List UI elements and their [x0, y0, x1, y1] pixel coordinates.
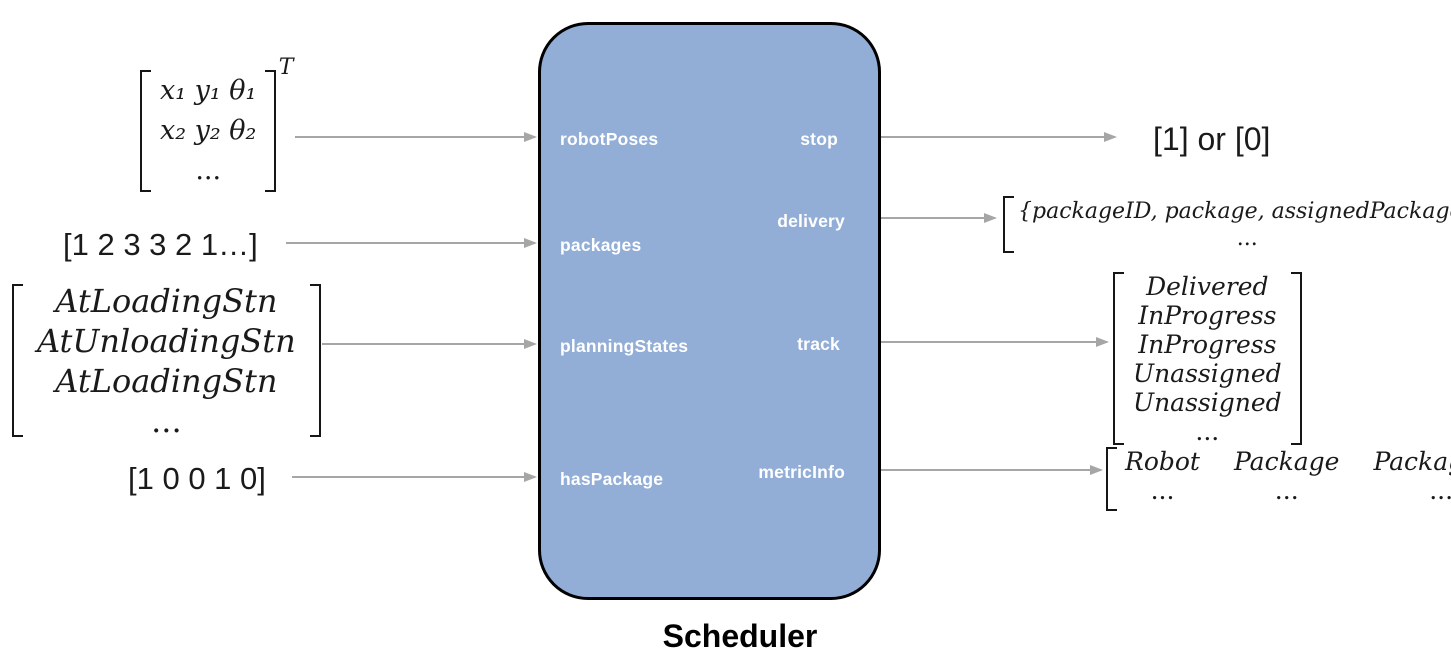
column-header: Robot [1125, 447, 1200, 476]
matrix-row: Delivered [1146, 271, 1269, 301]
arrow-planning-states [322, 339, 537, 349]
arrow-packages [286, 238, 537, 248]
column-header: PackageID [1373, 447, 1451, 476]
has-package-vector: [1 0 0 1 0] [128, 461, 266, 496]
matrix-row: Unassigned [1133, 387, 1282, 417]
block-title: Scheduler [662, 618, 818, 654]
matrix-row: AtLoadingStn [55, 281, 278, 320]
right-bracket [265, 70, 277, 192]
matrix-row-ellipsis: ... [195, 155, 222, 186]
arrow-track [881, 337, 1109, 347]
metric-column-robot: Robot ... [1125, 447, 1200, 505]
planning-states-matrix: AtLoadingStn AtUnloadingStn AtLoadingStn… [12, 281, 321, 440]
scheduler-block: robotPoses packages planningStates hasPa… [538, 22, 881, 600]
arrow-stop [881, 132, 1117, 142]
left-bracket [1106, 447, 1117, 511]
right-bracket [1290, 272, 1302, 445]
matrix-row-ellipsis: ... [1195, 416, 1220, 446]
metric-column-packageid: PackageID ... [1373, 447, 1451, 505]
input-port-robotPoses: robotPoses [560, 129, 659, 149]
matrix-row-ellipsis: ... [151, 401, 182, 440]
track-matrix: Delivered InProgress InProgress Unassign… [1113, 271, 1302, 446]
transpose-superscript: T [278, 55, 294, 80]
matrix-row: InProgress [1138, 329, 1277, 359]
arrow-robot-poses [295, 132, 537, 142]
left-bracket [12, 284, 23, 437]
output-port-stop: stop [800, 129, 838, 149]
stop-values: [1] or [0] [1153, 121, 1271, 157]
input-port-hasPackage: hasPackage [560, 469, 664, 489]
arrow-metric-info [881, 465, 1103, 475]
delivery-matrix: {packageID, package, assignedPackage} ..… [1003, 196, 1451, 253]
left-bracket [140, 70, 151, 192]
arrow-has-package [292, 472, 537, 482]
right-bracket [309, 284, 321, 437]
column-header: Package [1233, 447, 1340, 476]
output-port-delivery: delivery [777, 211, 845, 231]
input-port-packages: packages [560, 235, 642, 255]
left-bracket [1003, 196, 1014, 253]
matrix-row: AtUnloadingStn [37, 321, 296, 360]
column-ellipsis: ... [1429, 476, 1451, 505]
arrow-delivery [881, 213, 997, 223]
output-port-track: track [797, 334, 840, 354]
column-ellipsis: ... [1150, 476, 1175, 505]
packages-vector: [1 2 3 3 2 1…] [63, 227, 258, 262]
metric-info-matrix: Robot ... Package ... PackageID ... [1106, 447, 1451, 511]
robot-poses-matrix: x₁ y₁ θ₁ x₂ y₂ θ₂ ... T [140, 55, 293, 192]
input-port-planningStates: planningStates [560, 336, 689, 356]
left-bracket [1113, 272, 1124, 445]
matrix-row-ellipsis: ... [1236, 225, 1258, 251]
column-ellipsis: ... [1274, 476, 1299, 505]
matrix-row: InProgress [1138, 300, 1277, 330]
output-port-metricInfo: metricInfo [758, 462, 845, 482]
matrix-row: x₂ y₂ θ₂ [160, 115, 257, 146]
matrix-row: Unassigned [1133, 358, 1282, 388]
matrix-row: {packageID, package, assignedPackage} [1018, 198, 1451, 224]
metric-column-package: Package ... [1234, 447, 1339, 505]
matrix-row: x₁ y₁ θ₁ [160, 75, 257, 106]
matrix-row: AtLoadingStn [55, 361, 278, 400]
